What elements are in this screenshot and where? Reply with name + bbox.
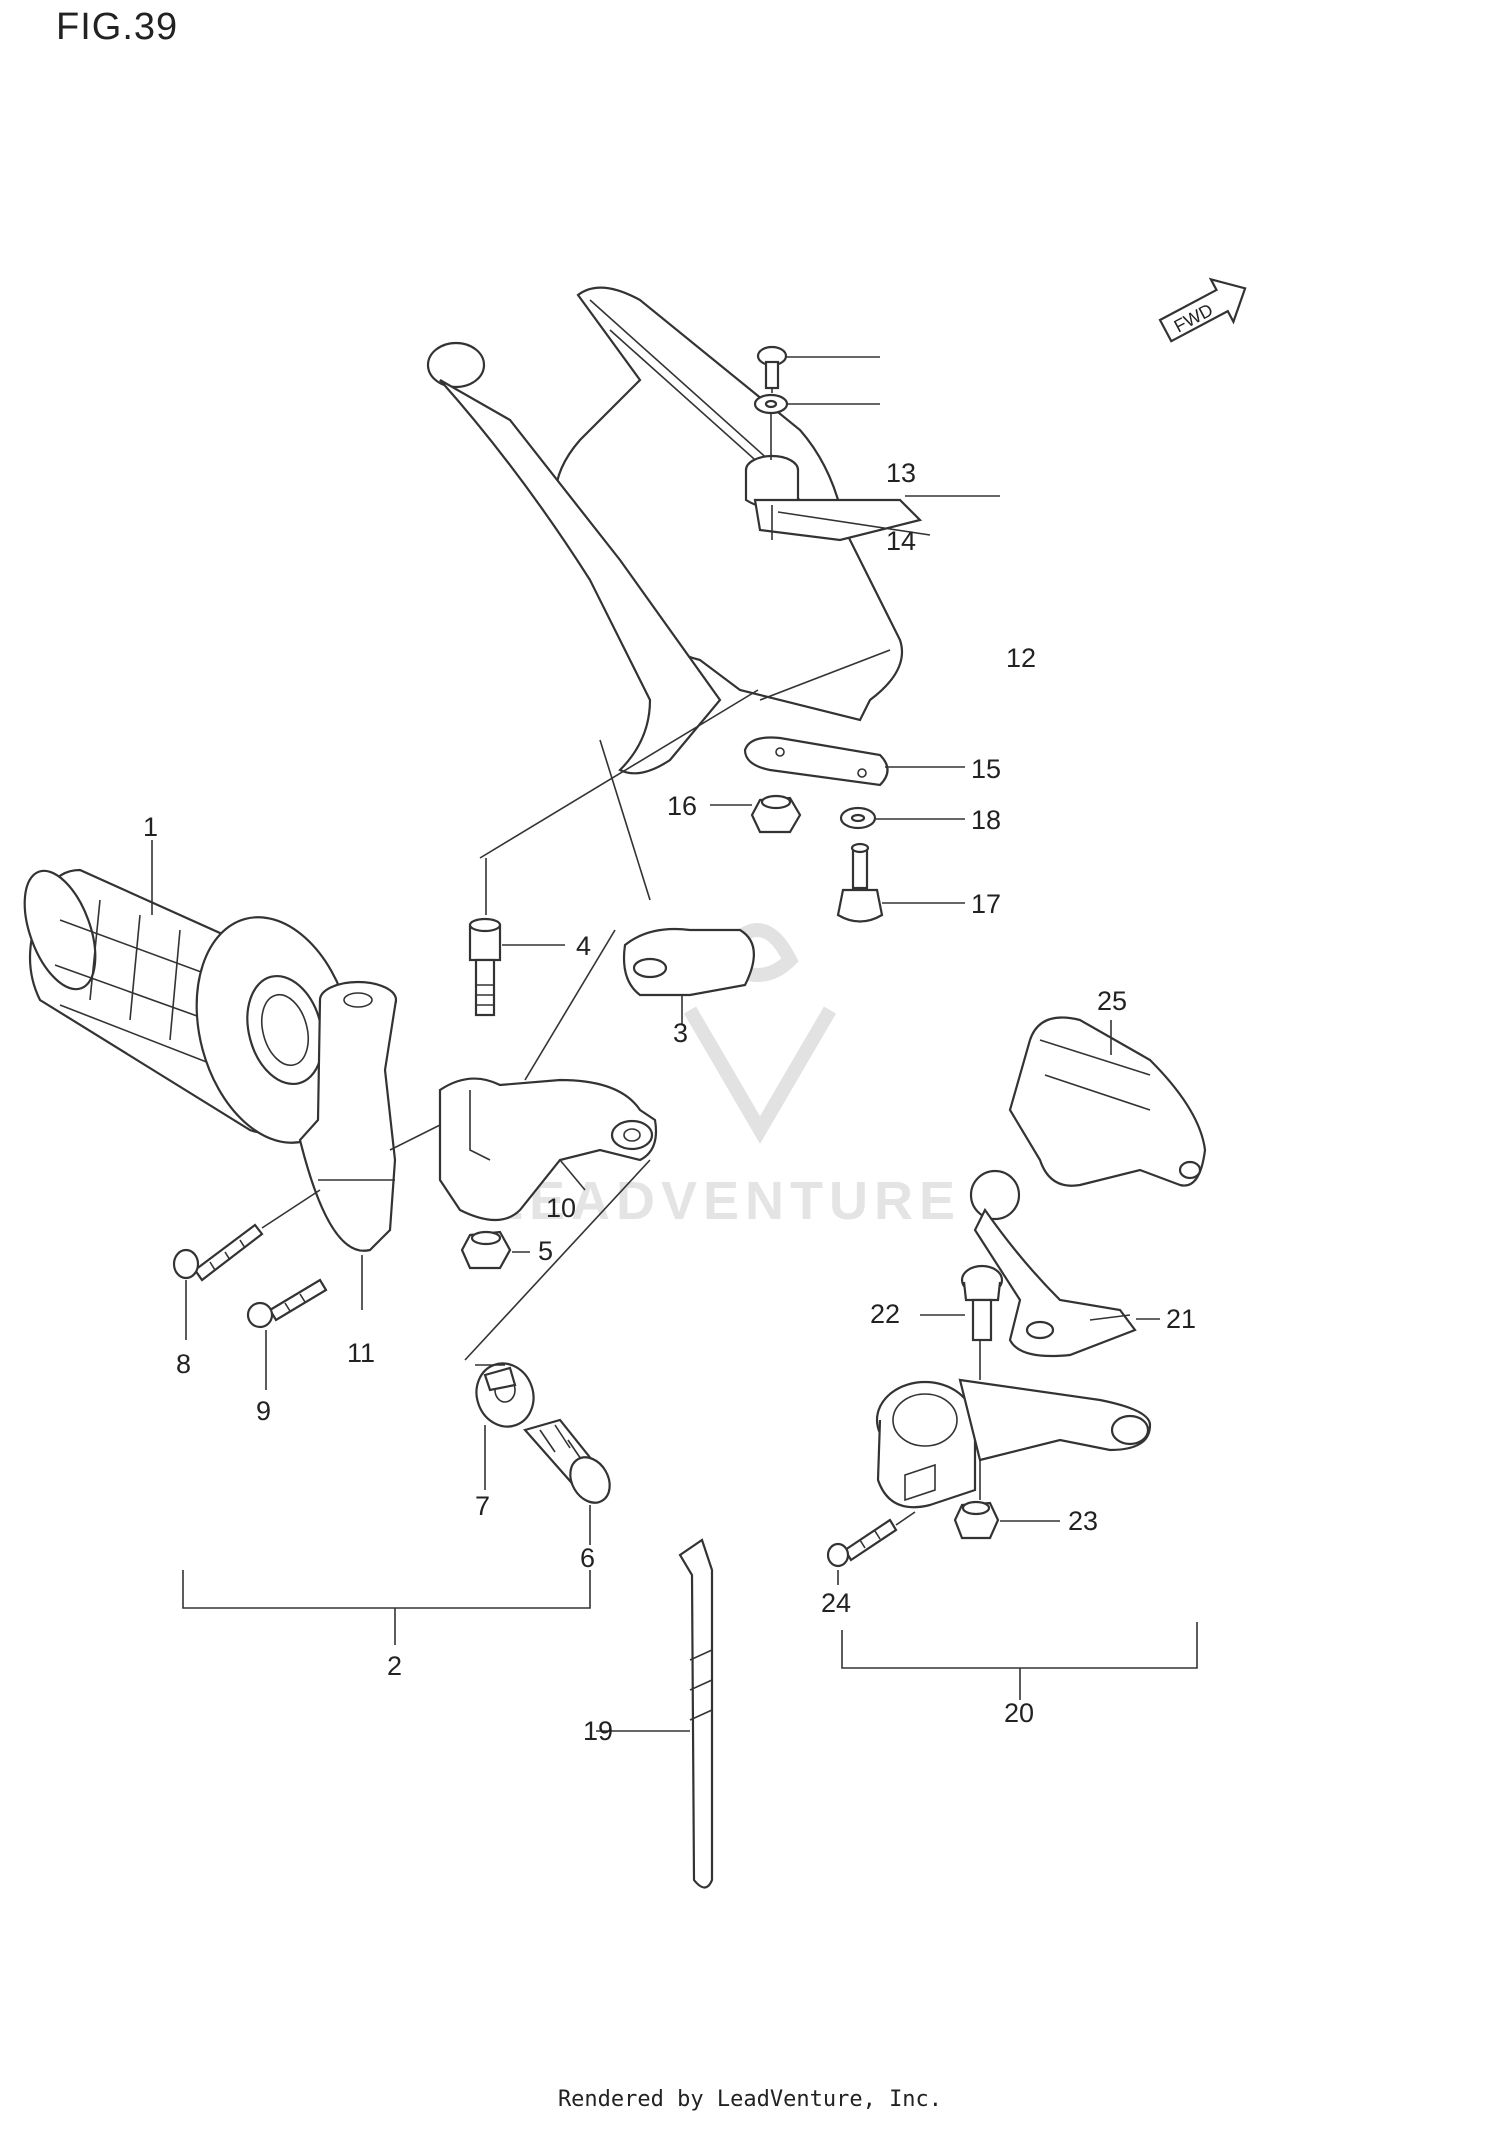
footer-credit: Rendered by LeadVenture, Inc. xyxy=(557,2087,943,2112)
figure-title: FIG.39 xyxy=(56,6,179,48)
brake-lever-21 xyxy=(969,1169,1160,1358)
callout-15: 15 xyxy=(971,754,1001,784)
callout-9: 9 xyxy=(256,1396,271,1426)
washer-14 xyxy=(753,393,880,415)
callout-6: 6 xyxy=(580,1543,595,1573)
clutch-lever xyxy=(426,341,755,1025)
callout-23: 23 xyxy=(1068,1506,1098,1536)
cable-tie-19 xyxy=(596,1538,714,1889)
callout-1: 1 xyxy=(143,812,158,842)
adjuster-7 xyxy=(475,1362,535,1490)
lever-bracket-10 xyxy=(438,1077,658,1221)
screw-24 xyxy=(826,1511,916,1585)
callout-10: 10 xyxy=(546,1193,576,1223)
lever-holder-20 xyxy=(875,1340,1152,1509)
handlebar-grip xyxy=(23,840,355,1144)
callout-21: 21 xyxy=(1166,1304,1196,1334)
callout-12: 12 xyxy=(1006,643,1036,673)
callout-18: 18 xyxy=(971,805,1001,835)
bracket-link-line xyxy=(770,388,931,540)
fwd-arrow-icon: FWD xyxy=(1158,277,1247,343)
pivot-bolt-4 xyxy=(468,917,565,1017)
callout-24: 24 xyxy=(821,1588,851,1618)
screw-8 xyxy=(172,1189,321,1340)
nut-23 xyxy=(953,1460,1060,1540)
nut-16 xyxy=(710,794,802,834)
adjuster-bolt-6 xyxy=(523,1418,611,1545)
nut-5 xyxy=(460,1230,530,1270)
callout-5: 5 xyxy=(538,1236,553,1266)
lever-holder-11 xyxy=(298,980,471,1310)
watermark-text: LEADVENTURE xyxy=(490,1171,962,1231)
callout-3: 3 xyxy=(673,1018,688,1048)
callout-16: 16 xyxy=(667,791,697,821)
callout-14: 14 xyxy=(886,526,916,556)
callout-25: 25 xyxy=(1097,986,1127,1016)
bracket-collar xyxy=(744,454,1000,542)
bolt-13 xyxy=(756,345,880,390)
pivot-bolt-22 xyxy=(920,1264,1004,1342)
callout-8: 8 xyxy=(176,1349,191,1379)
plate-15 xyxy=(743,736,965,787)
callout-13: 13 xyxy=(886,458,916,488)
assembly-bracket-20 xyxy=(841,1622,1198,1700)
cable-guides xyxy=(464,689,759,1366)
screw-9 xyxy=(246,1278,328,1390)
callout-22: 22 xyxy=(870,1299,900,1329)
lever-cover-25 xyxy=(1008,1016,1207,1187)
callout-19: 19 xyxy=(583,1716,613,1746)
callout-4: 4 xyxy=(576,931,591,961)
callout-20: 20 xyxy=(1004,1698,1034,1728)
washer-18 xyxy=(839,806,965,830)
callout-labels: 1 2 3 4 5 6 7 8 9 10 11 12 13 14 15 16 1… xyxy=(143,458,1196,1746)
callout-11: 11 xyxy=(347,1338,375,1368)
assembly-bracket-2 xyxy=(182,1570,591,1645)
callout-7: 7 xyxy=(475,1491,490,1521)
callout-17: 17 xyxy=(971,889,1001,919)
pivot-bolt-17 xyxy=(836,842,965,923)
callout-2: 2 xyxy=(387,1651,402,1681)
